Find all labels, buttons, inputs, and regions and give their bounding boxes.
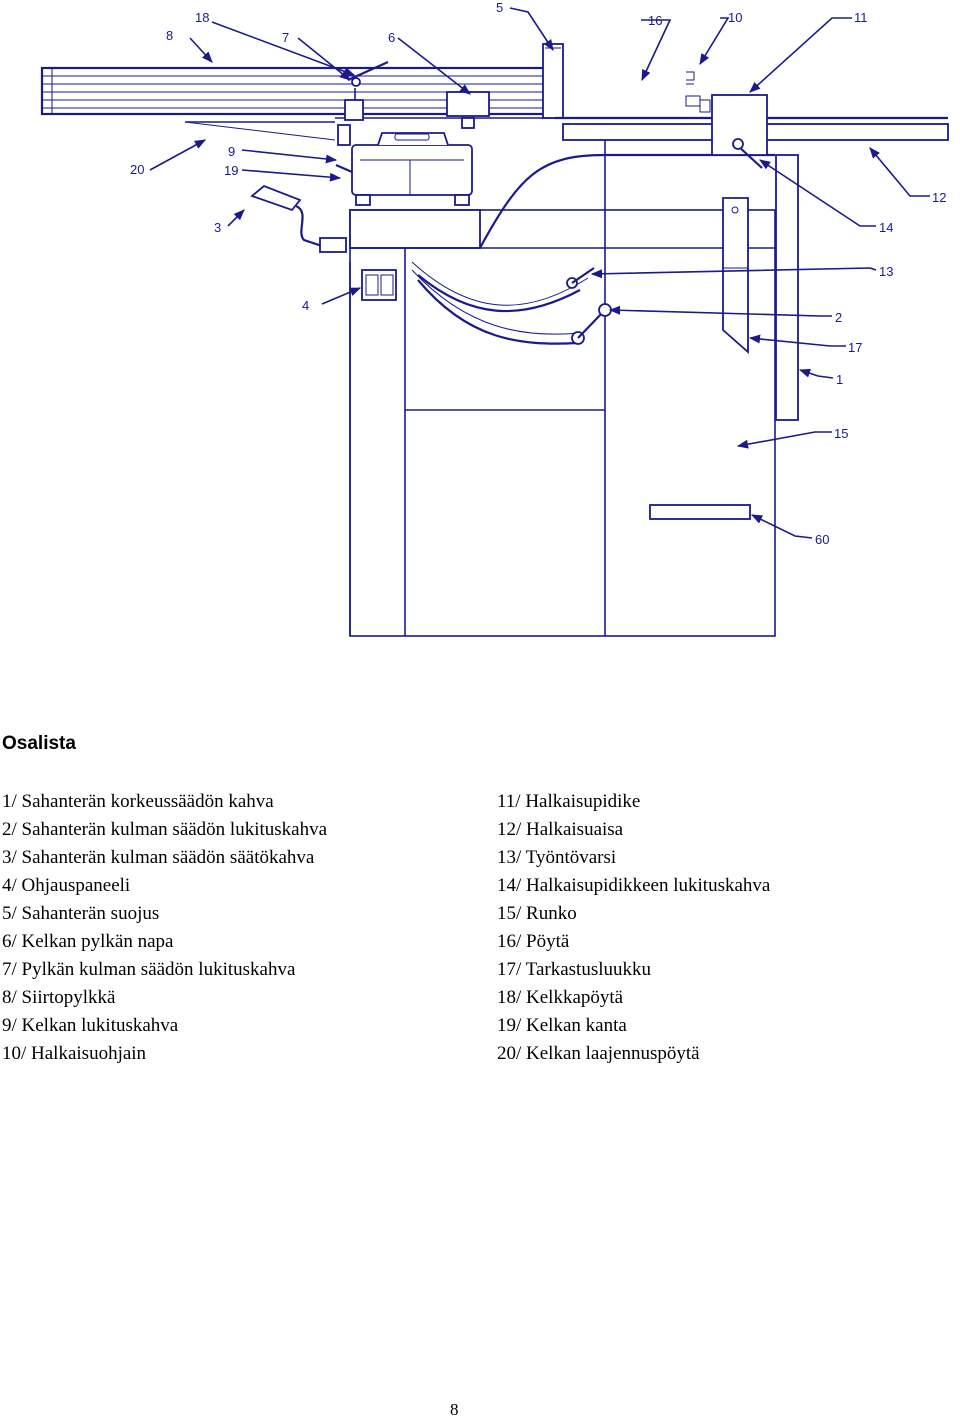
push-arm bbox=[250, 184, 347, 253]
rip-fence-bar bbox=[775, 154, 799, 421]
callout-14: 14 bbox=[879, 220, 893, 235]
fence-hub bbox=[446, 91, 490, 117]
part-item: 1/ Sahanterän korkeussäädön kahva bbox=[2, 791, 274, 812]
part-item: 12/ Halkaisuaisa bbox=[497, 819, 624, 840]
rip-fence-holder bbox=[685, 71, 768, 169]
parts-list-heading: Osalista bbox=[2, 733, 76, 754]
callout-3: 3 bbox=[214, 220, 221, 235]
part-item: 7/ Pylkän kulman säädön lukituskahva bbox=[2, 959, 296, 980]
callout-15: 15 bbox=[834, 426, 848, 441]
part-item: 3/ Sahanterän kulman säädön säätökahva bbox=[2, 847, 315, 868]
part-item: 8/ Siirtopylkkä bbox=[2, 987, 116, 1008]
part-item: 19/ Kelkan kanta bbox=[497, 1015, 627, 1036]
callout-1: 1 bbox=[836, 372, 843, 387]
fence-lock-handle bbox=[344, 60, 389, 121]
part-item: 13/ Työntövarsi bbox=[497, 847, 617, 868]
part-item: 4/ Ohjauspaneeli bbox=[2, 875, 131, 896]
part-item: 17/ Tarkastusluukku bbox=[497, 959, 652, 980]
callout-20: 20 bbox=[130, 162, 144, 177]
part-item: 14/ Halkaisupidikkeen lukituskahva bbox=[497, 875, 771, 896]
part-item: 11/ Halkaisupidike bbox=[497, 791, 641, 812]
part-item: 16/ Pöytä bbox=[497, 931, 570, 952]
part-item: 5/ Sahanterän suojus bbox=[2, 903, 160, 924]
callout-11: 11 bbox=[854, 10, 868, 25]
callout-10: 10 bbox=[728, 10, 742, 25]
parts-list-left: 1/ Sahanterän korkeussäädön kahva 2/ Sah… bbox=[2, 788, 327, 1068]
callout-17: 17 bbox=[848, 340, 862, 355]
part-item: 2/ Sahanterän kulman säädön lukituskahva bbox=[2, 819, 328, 840]
leader-lines bbox=[149, 7, 930, 539]
tilt-arc-slots bbox=[411, 261, 612, 345]
control-panel bbox=[361, 269, 397, 301]
callout-9: 9 bbox=[228, 144, 235, 159]
callout-5: 5 bbox=[496, 0, 503, 15]
part-item: 10/ Halkaisuohjain bbox=[2, 1043, 147, 1064]
part-item: 9/ Kelkan lukituskahva bbox=[2, 1015, 179, 1036]
part-item: 6/ Kelkan pylkän napa bbox=[2, 931, 174, 952]
callout-6: 6 bbox=[388, 30, 395, 45]
saw-parts-diagram: 8 18 7 6 5 16 10 11 20 9 19 12 3 14 13 4… bbox=[40, 0, 949, 637]
callout-8: 8 bbox=[166, 28, 173, 43]
part-item: 15/ Runko bbox=[497, 903, 577, 924]
callout-12: 12 bbox=[932, 190, 946, 205]
callout-2: 2 bbox=[835, 310, 842, 325]
callout-13: 13 bbox=[879, 264, 893, 279]
callout-19: 19 bbox=[224, 163, 238, 178]
cabinet bbox=[349, 155, 776, 637]
part-item: 20/ Kelkan laajennuspöytä bbox=[497, 1043, 700, 1064]
inspection-door bbox=[722, 197, 749, 354]
carriage-body bbox=[335, 124, 473, 206]
callout-18: 18 bbox=[195, 10, 209, 25]
callout-4: 4 bbox=[302, 298, 309, 313]
page-number: 8 bbox=[450, 1400, 459, 1419]
callout-labels: 8 18 7 6 5 16 10 11 20 9 19 12 3 14 13 4… bbox=[130, 0, 946, 547]
callout-60: 60 bbox=[815, 532, 829, 547]
callout-7: 7 bbox=[282, 30, 289, 45]
parts-list-right: 11/ Halkaisupidike 12/ Halkaisuaisa 13/ … bbox=[497, 788, 770, 1068]
part-item: 18/ Kelkkapöytä bbox=[497, 987, 624, 1008]
blade-guard-post bbox=[542, 43, 564, 119]
callout-16: 16 bbox=[648, 13, 662, 28]
cabinet-plate bbox=[649, 504, 751, 520]
machine-drawing bbox=[40, 43, 949, 637]
